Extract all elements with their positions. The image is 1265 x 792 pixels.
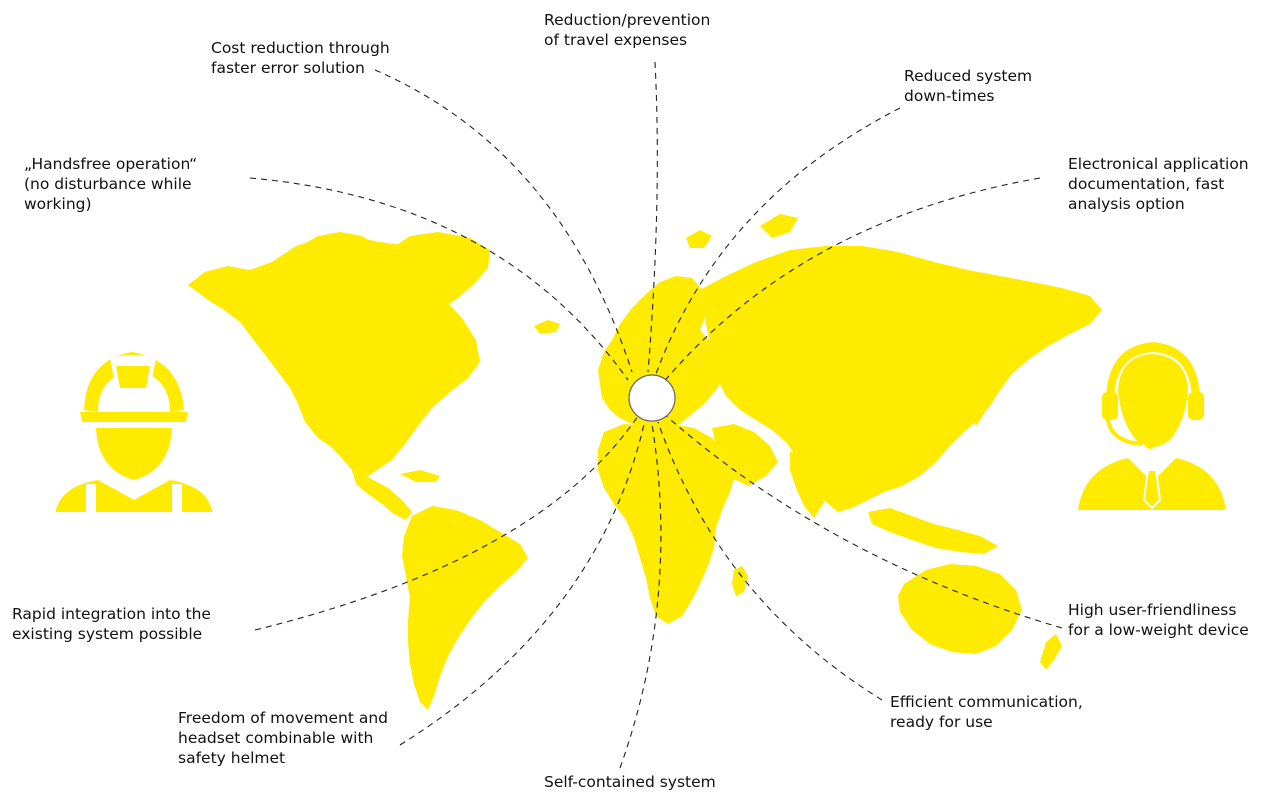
connector-communication: [657, 421, 883, 701]
worker-helmet-icon: [56, 352, 212, 512]
connector-friendliness: [663, 413, 1063, 629]
asia-shape: [700, 246, 1102, 512]
world-map: [188, 214, 1102, 710]
madagascar-shape: [732, 566, 748, 596]
arctic-asia-islands-shape: [760, 214, 798, 238]
south-america-shape: [402, 506, 528, 710]
arctic-islands-shape: [300, 232, 378, 262]
australia-shape: [898, 564, 1022, 654]
caribbean-shape: [400, 470, 440, 482]
africa-shape: [598, 424, 736, 624]
connector-selfcontained: [619, 423, 662, 769]
connector-handsfree: [249, 177, 629, 381]
british-isles-shape: [604, 356, 620, 380]
central-america-shape: [352, 470, 412, 520]
connector-travel: [647, 61, 658, 373]
label-friendliness: High user-friendliness for a low-weight …: [1068, 601, 1249, 639]
iceland-shape: [534, 320, 560, 334]
label-documentation: Electronical application documentation, …: [1068, 155, 1249, 213]
connector-lines: [249, 61, 1063, 769]
label-communication: Efficient communication, ready for use: [890, 693, 1083, 731]
southeast-asia-shape: [868, 508, 998, 554]
new-zealand-shape: [1040, 634, 1062, 670]
svalbard-shape: [686, 230, 712, 248]
label-selfcontained: Self-contained system: [544, 773, 716, 791]
label-cost: Cost reduction through faster error solu…: [211, 39, 390, 77]
connector-integration: [254, 415, 639, 631]
hub-circle: [628, 374, 676, 422]
connector-freedom: [399, 419, 646, 746]
label-downtime: Reduced system down-times: [904, 67, 1033, 105]
connector-downtime: [655, 107, 901, 375]
greenland-shape: [392, 232, 490, 310]
label-integration: Rapid integration into the existing syst…: [12, 605, 211, 643]
india-shape: [790, 450, 834, 518]
label-freedom: Freedom of movement and headset combinab…: [178, 709, 389, 767]
label-handsfree: „Handsfree operation“ (no disturbance wh…: [24, 155, 198, 213]
japan-shape: [970, 370, 998, 426]
label-travel: Reduction/prevention of travel expenses: [544, 11, 711, 49]
headset-operator-icon: [1078, 342, 1226, 510]
north-america-shape: [188, 236, 480, 482]
arabia-shape: [712, 424, 778, 486]
